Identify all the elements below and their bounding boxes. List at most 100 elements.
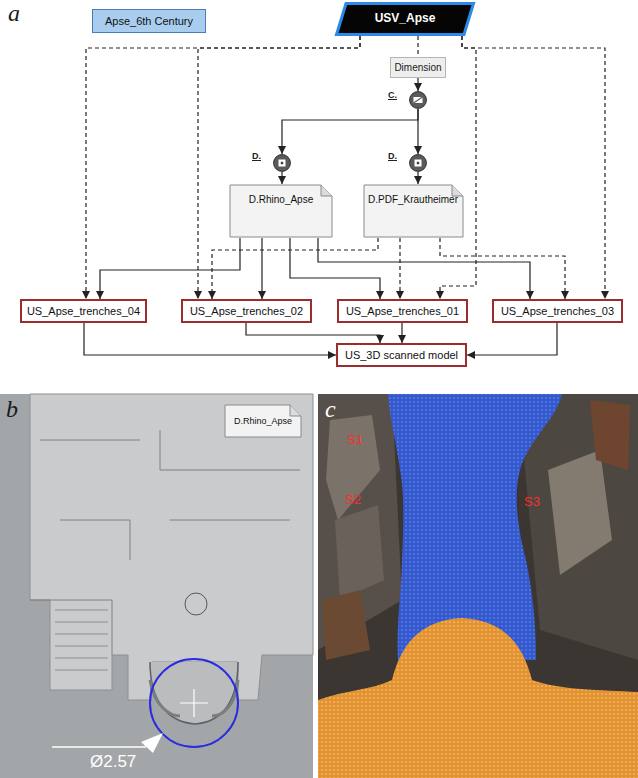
symbol-mark — [414, 97, 423, 103]
stone-highlight — [326, 415, 380, 520]
document-shape — [230, 185, 332, 237]
document-outline — [363, 184, 464, 238]
symbol-label: C. — [388, 90, 397, 100]
property-box: Dimension — [390, 57, 446, 78]
document-fold — [321, 185, 332, 196]
dashed-connector — [212, 238, 378, 299]
process-symbol — [409, 154, 427, 172]
node-text: US_3D scanned model — [345, 349, 458, 362]
parallelogram-shape — [337, 4, 474, 35]
symbol-mark — [417, 162, 419, 164]
panel-letter: c — [325, 396, 336, 422]
connector — [290, 238, 380, 299]
source-box: Apse_6th Century — [92, 9, 206, 33]
dashed-connector — [86, 36, 360, 299]
dimension-value: Ø2.57 — [90, 752, 136, 771]
extractor-node: D. — [388, 145, 428, 173]
document-node: D.Rhino_Apse — [224, 404, 302, 438]
fitted-circle — [150, 659, 238, 747]
document-node: D.Rhino_Apse — [229, 184, 333, 238]
dashed-connector — [399, 238, 400, 299]
dimension-arrow — [141, 733, 163, 753]
stratigraphic-unit: US_Apse_trenches_04 — [20, 299, 147, 323]
node-text: D.PDF_Krautheimer — [368, 194, 458, 206]
panel-letter-holder: c — [325, 396, 336, 422]
stone-highlight — [548, 450, 612, 575]
connector — [401, 323, 402, 343]
apse-wall — [150, 680, 238, 716]
wall-lines — [30, 430, 300, 655]
building-plan — [30, 394, 313, 700]
plan-circle — [185, 593, 207, 615]
connector — [467, 323, 557, 355]
surface-tag: S1 — [347, 432, 363, 447]
document-outline — [229, 184, 333, 238]
surface-tag-holder: S1 — [347, 430, 363, 448]
symbol-disc — [274, 155, 291, 172]
connector — [417, 172, 418, 184]
panel-letter-holder: b — [6, 396, 18, 422]
process-symbol — [273, 154, 291, 172]
node-text: US_Apse_trenches_03 — [501, 305, 614, 318]
dimension-value-holder: Ø2.57 — [90, 753, 136, 772]
surface-tag: S2 — [345, 492, 361, 507]
stratigraphic-unit: US_Apse_trenches_02 — [181, 299, 312, 323]
dashed-connector — [462, 36, 605, 299]
connector — [318, 238, 530, 299]
extractor-node: D. — [252, 145, 292, 173]
node-text: Dimension — [394, 62, 441, 74]
node-text: US_Apse_trenches_01 — [346, 305, 459, 318]
node-text: US_Apse_trenches_02 — [190, 305, 303, 318]
document-shape — [225, 405, 301, 437]
symbol-mark — [281, 162, 283, 164]
photo-background — [318, 394, 638, 778]
stratigraphic-unit: US_Apse_trenches_03 — [492, 299, 623, 323]
process-symbol — [409, 91, 427, 109]
connector — [281, 172, 282, 184]
surface-tag-holder: S3 — [524, 492, 540, 510]
symbol-mark — [414, 97, 423, 103]
connector — [417, 78, 418, 91]
surface-tag-holder: S2 — [345, 490, 361, 508]
node-text: US_Apse_trenches_04 — [27, 305, 140, 318]
symbol-disc — [410, 155, 427, 172]
panel-letter: a — [8, 0, 20, 26]
node-text: Apse_6th Century — [105, 15, 193, 28]
dashed-connector — [440, 238, 565, 299]
panel-letter: b — [6, 396, 18, 422]
stone-highlight — [335, 505, 384, 600]
symbol-mark — [279, 160, 286, 167]
dashed-connector — [198, 36, 360, 299]
symbol-label: D. — [388, 151, 397, 161]
node-text: D.Rhino_Apse — [234, 416, 292, 426]
virtual-unit: USV_Apse — [335, 2, 475, 36]
node-text: USV_Apse — [375, 12, 436, 26]
stratigraphic-unit: US_Apse_trenches_01 — [337, 299, 468, 323]
document-node: D.PDF_Krautheimer — [363, 184, 464, 238]
symbol-disc — [410, 92, 427, 109]
stratigraphic-unit: US_3D scanned model — [336, 343, 467, 367]
symbol-mark — [415, 160, 422, 167]
centre-cross — [180, 689, 208, 717]
combiner-node: C. — [388, 84, 428, 110]
document-fold — [290, 405, 301, 416]
dimension-leader — [52, 746, 146, 747]
render-background — [0, 394, 313, 778]
dashed-connector — [417, 36, 418, 57]
panel-letter-holder: a — [8, 0, 20, 26]
node-text: D.Rhino_Apse — [249, 194, 313, 206]
connector — [282, 109, 418, 154]
connector — [84, 323, 336, 355]
connector — [100, 238, 240, 299]
rust-patch — [590, 400, 630, 470]
connector — [261, 238, 262, 299]
connector — [246, 323, 380, 343]
connector — [417, 109, 418, 154]
surface-tag: S3 — [524, 494, 540, 509]
symbol-label: D. — [252, 151, 261, 161]
rust-patch — [322, 590, 370, 660]
stair-lines — [55, 610, 108, 670]
